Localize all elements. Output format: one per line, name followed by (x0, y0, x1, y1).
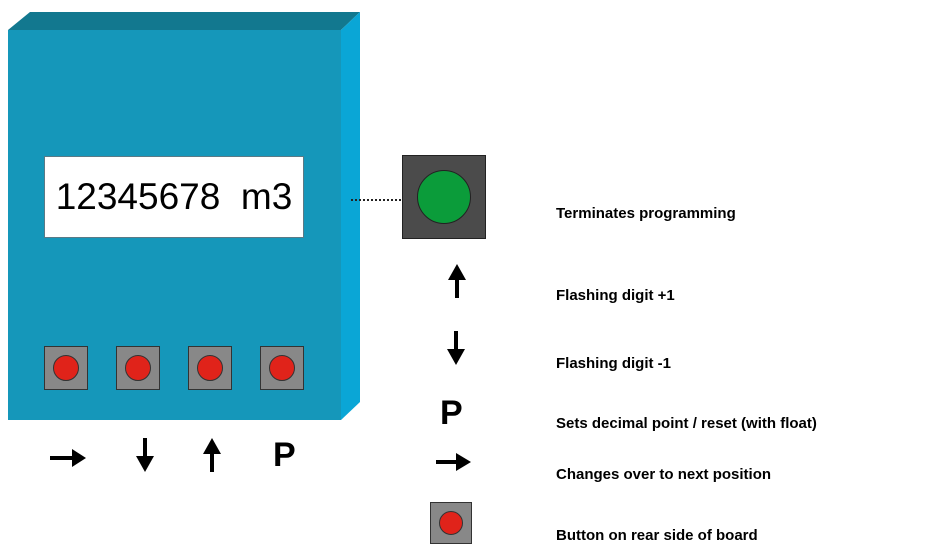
right-button[interactable] (44, 346, 88, 390)
legend-arrow-down-icon (447, 331, 465, 365)
legend-terminates: Terminates programming (556, 205, 736, 222)
down-button[interactable] (116, 346, 160, 390)
lcd-display: 12345678 m3 (44, 156, 304, 238)
legend-right: Changes over to next position (556, 466, 772, 483)
red-button-icon (439, 511, 463, 535)
red-button-icon (125, 355, 151, 381)
legend-down: Flashing digit -1 (556, 355, 671, 372)
red-button-icon (269, 355, 295, 381)
arrow-up-icon (203, 438, 221, 472)
green-button-icon (417, 170, 471, 224)
arrow-right-icon (50, 449, 86, 467)
up-button[interactable] (188, 346, 232, 390)
p-button[interactable] (260, 346, 304, 390)
red-button-icon (53, 355, 79, 381)
connector-line (351, 199, 401, 201)
green-terminate-button[interactable] (402, 155, 486, 239)
legend-arrow-right-icon (436, 453, 471, 471)
legend-rear: Button on rear side of board (556, 527, 758, 544)
legend-rear-button (430, 502, 472, 544)
p-key-label: P (273, 436, 296, 474)
legend-p-symbol: P (440, 394, 463, 432)
legend-up: Flashing digit +1 (556, 287, 675, 304)
legend-p: Sets decimal point / reset (with float) (556, 415, 817, 432)
red-button-icon (197, 355, 223, 381)
arrow-down-icon (136, 438, 154, 472)
device-3d-edges (8, 12, 360, 420)
legend-arrow-up-icon (448, 264, 466, 298)
